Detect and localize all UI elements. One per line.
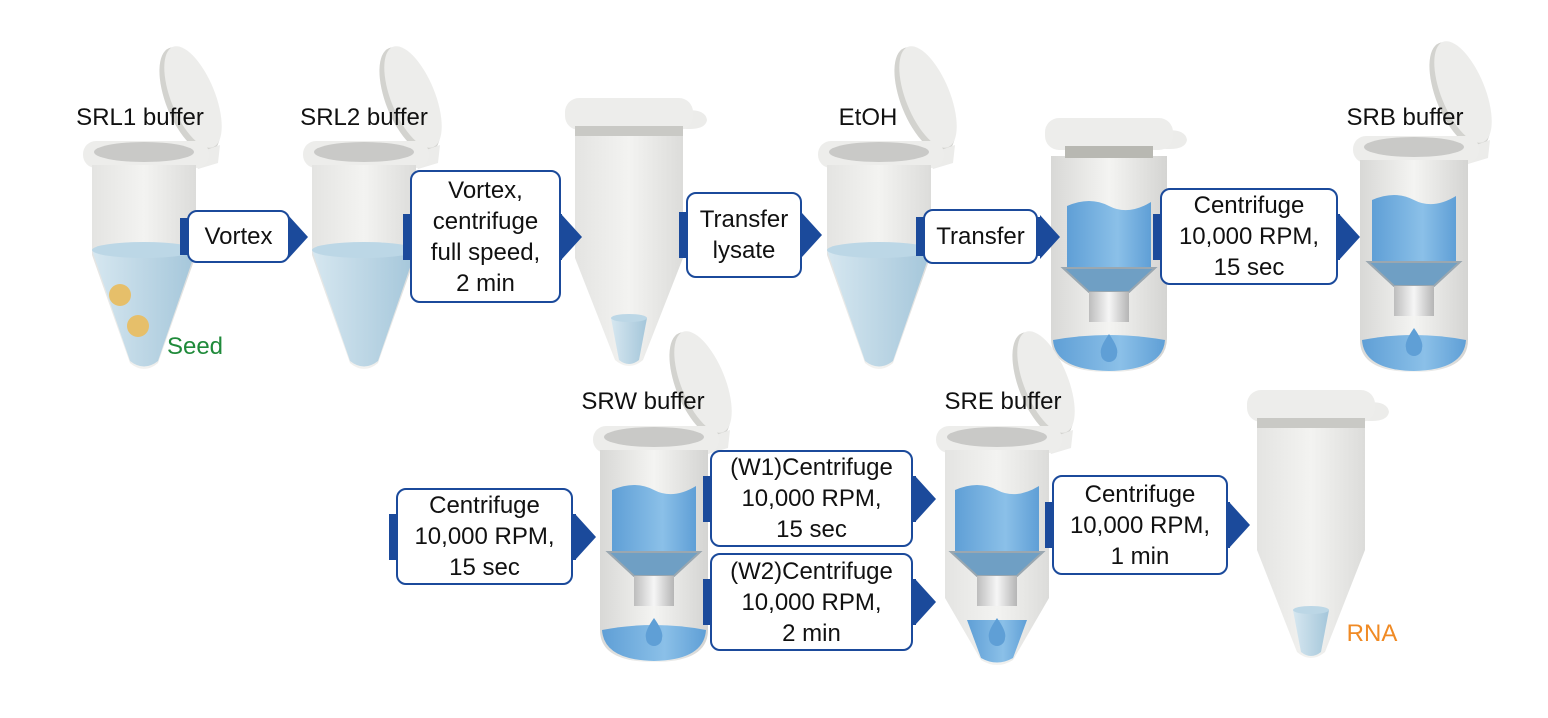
arrow-head-icon [1230, 503, 1250, 547]
tube-srl1-with-seeds [80, 45, 230, 385]
step-box: (W1)Centrifuge 10,000 RPM, 15 sec [710, 450, 913, 547]
arrow-head-icon [802, 213, 822, 257]
step-text-line: Centrifuge [1193, 192, 1305, 219]
label-seed: Seed [166, 333, 224, 360]
arrow-head-icon [916, 580, 936, 624]
step-text-line: 15 sec [776, 516, 847, 543]
step-text-line: (W2)Centrifuge [730, 557, 893, 585]
tube-sre-spin-column [933, 330, 1083, 675]
tube-srb-spin-column [1350, 40, 1500, 380]
arrow-head-icon [576, 514, 596, 559]
step-text-line: Vortex [204, 223, 273, 250]
tube-closed-spin-column [1045, 118, 1195, 383]
step-text-line: Centrifuge [1084, 480, 1196, 508]
step-text-line: lysate [712, 237, 776, 264]
step-box: Vortex, centrifuge full speed, 2 min [410, 170, 561, 303]
step-text-line: full speed, [430, 238, 541, 266]
step-text-line: 2 min [456, 269, 515, 297]
tube-closed-rna [1247, 390, 1397, 670]
step-text-line: 10,000 RPM, [1178, 223, 1320, 250]
step-text-line: centrifuge [432, 207, 539, 235]
step-text-line: 10,000 RPM, [741, 588, 882, 616]
step-text-line: 2 min [782, 619, 841, 647]
step-text-line: (W1)Centrifuge [730, 454, 893, 481]
label-rna: RNA [1346, 620, 1398, 647]
step-text-line: 10,000 RPM, [741, 485, 882, 512]
label-sre-buffer: SRE buffer [944, 388, 1062, 415]
seed-icon [109, 284, 131, 306]
step-text-line: 10,000 RPM, [1069, 511, 1211, 539]
step-text-line: Transfer [699, 206, 789, 233]
tube-srw-spin-column [590, 330, 740, 670]
step-box: (W2)Centrifuge 10,000 RPM, 2 min [710, 553, 913, 651]
step-box: Centrifuge 10,000 RPM, 1 min [1052, 475, 1228, 575]
arrow-head-icon [916, 476, 936, 521]
arrow-head-icon [562, 214, 582, 259]
tube-closed-lysate [565, 98, 715, 378]
label-etoh: EtOH [838, 104, 898, 131]
arrow-head-icon [1040, 214, 1060, 259]
step-text-line: Centrifuge [429, 492, 540, 519]
label-srl2-buffer: SRL2 buffer [300, 104, 428, 131]
step-box: Transfer lysate [686, 192, 802, 278]
label-srl1-buffer: SRL1 buffer [76, 104, 204, 131]
tube-etoh [815, 45, 965, 385]
tube-srl2 [300, 45, 450, 385]
arrow-head-icon [288, 214, 308, 259]
label-srw-buffer: SRW buffer [581, 388, 705, 415]
label-srb-buffer: SRB buffer [1346, 104, 1464, 131]
step-text-line: Transfer [936, 223, 1025, 250]
step-text-line: 1 min [1110, 542, 1170, 570]
step-text-line: 10,000 RPM, [414, 523, 555, 550]
arrow-head-icon [1340, 214, 1360, 259]
step-box: Vortex [187, 210, 290, 263]
step-box: Centrifuge 10,000 RPM, 15 sec [396, 488, 573, 585]
seed-icon [127, 315, 149, 337]
step-text-line: Vortex, [448, 176, 523, 204]
step-text-line: 15 sec [1213, 254, 1285, 281]
step-text-line: 15 sec [449, 554, 520, 581]
step-box: Transfer [923, 209, 1038, 264]
step-box: Centrifuge 10,000 RPM, 15 sec [1160, 188, 1338, 285]
